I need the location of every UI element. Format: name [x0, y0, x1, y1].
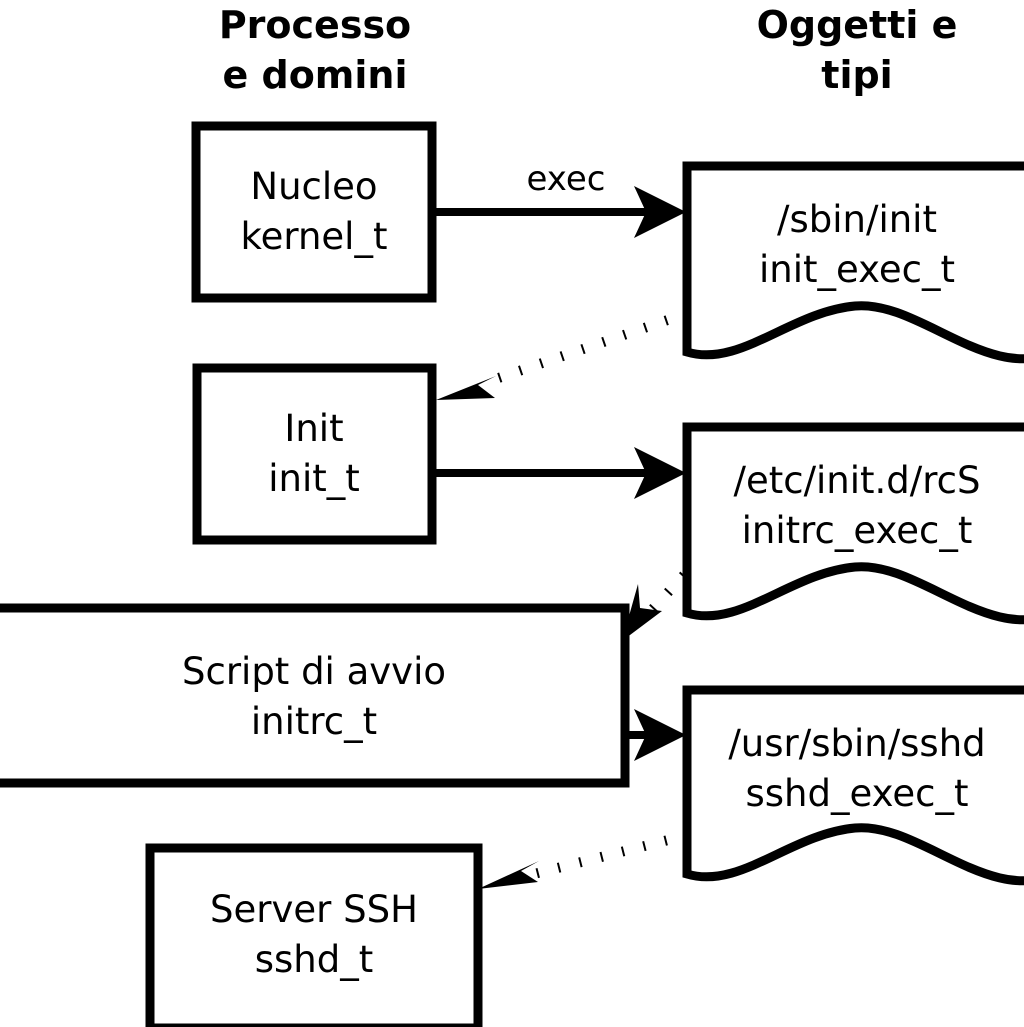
- edge-sbin-init-transition-init: [436, 308, 690, 400]
- node-sshd-fill: [150, 848, 478, 1027]
- column-header-processes-line2: e domini: [222, 53, 407, 97]
- node-sbin-init-line2: init_exec_t: [759, 248, 955, 291]
- node-init-fill: [197, 368, 432, 540]
- edge-sshd-exec-transition-line: [532, 830, 690, 879]
- node-sbin-init-border: [682, 161, 1024, 364]
- node-initrc-line1: Script di avvio: [182, 650, 446, 693]
- node-kernel-fill: [196, 126, 432, 298]
- node-kernel-border: [191, 121, 437, 303]
- edge-kernel-exec-arrowhead: [634, 186, 686, 238]
- edge-sbin-init-transition-line: [485, 308, 690, 387]
- edge-init-exec-rcs: [432, 447, 686, 499]
- node-usr-sbin-sshd-border: [682, 685, 1024, 886]
- edge-initrc-exec-arrowhead: [634, 709, 686, 761]
- node-sbin-init-line1: /sbin/init: [777, 198, 937, 241]
- node-usr-sbin-sshd-line1: /usr/sbin/sshd: [728, 722, 985, 765]
- node-kernel-line2: kernel_t: [241, 215, 388, 258]
- node-sshd-line1: Server SSH: [210, 888, 418, 931]
- edge-sshd-exec-transition-arrowhead: [478, 861, 539, 889]
- node-kernel-line1: Nucleo: [250, 165, 377, 208]
- node-sbin-init[interactable]: /sbin/init init_exec_t: [682, 161, 1024, 364]
- edge-init-exec-arrowhead: [634, 447, 686, 499]
- node-sshd[interactable]: Server SSH sshd_t: [145, 843, 483, 1027]
- edge-label-exec: exec: [526, 159, 605, 199]
- edge-rcs-transition-initrc: [622, 571, 688, 641]
- column-header-processes: Processo e domini: [219, 3, 411, 97]
- node-init-line2: init_t: [268, 457, 360, 500]
- node-init-line1: Init: [284, 407, 343, 450]
- node-initrc[interactable]: Script di avvio initrc_t: [0, 603, 630, 788]
- node-init[interactable]: Init init_t: [192, 363, 437, 545]
- edge-sshd-exec-transition-sshd: [478, 830, 690, 889]
- node-etc-initd-rcs-border: [682, 422, 1024, 625]
- column-header-objects-line1: Oggetti e: [757, 3, 958, 47]
- node-init-border: [192, 363, 437, 545]
- node-etc-initd-rcs-line2: initrc_exec_t: [742, 509, 973, 552]
- node-usr-sbin-sshd-line2: sshd_exec_t: [746, 772, 969, 815]
- node-usr-sbin-sshd-fill: [687, 690, 1024, 881]
- edge-sbin-init-transition-arrowhead: [436, 376, 496, 400]
- column-header-objects-line2: tipi: [821, 53, 892, 97]
- node-initrc-border: [0, 603, 630, 788]
- node-sshd-line2: sshd_t: [255, 938, 374, 981]
- column-header-objects: Oggetti e tipi: [757, 3, 958, 97]
- column-header-processes-line1: Processo: [219, 3, 411, 47]
- node-etc-initd-rcs[interactable]: /etc/init.d/rcS initrc_exec_t: [682, 422, 1024, 625]
- node-sbin-init-fill: [687, 166, 1024, 359]
- edge-rcs-transition-arrowhead: [622, 584, 662, 641]
- edge-kernel-exec-sbin-init: exec: [432, 159, 686, 238]
- node-usr-sbin-sshd[interactable]: /usr/sbin/sshd sshd_exec_t: [682, 685, 1024, 886]
- node-sshd-border: [145, 843, 483, 1027]
- node-initrc-line2: initrc_t: [251, 700, 377, 743]
- node-kernel[interactable]: Nucleo kernel_t: [191, 121, 437, 303]
- edge-rcs-transition-line: [644, 571, 688, 618]
- node-etc-initd-rcs-fill: [687, 427, 1024, 620]
- node-etc-initd-rcs-line1: /etc/init.d/rcS: [733, 459, 980, 502]
- node-initrc-fill: [0, 608, 625, 783]
